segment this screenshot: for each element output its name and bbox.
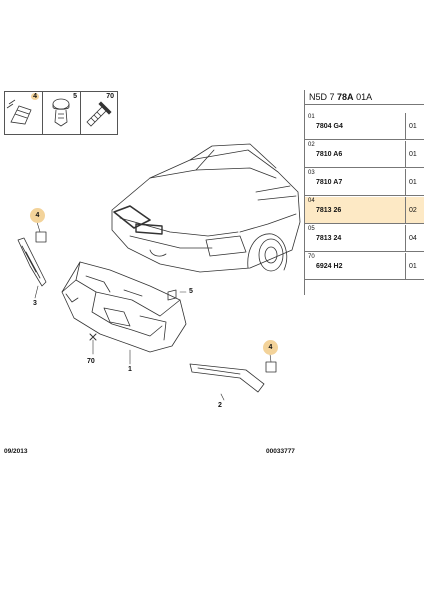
strip-cell-5[interactable]: 5 [43, 92, 81, 134]
footer-doc-number: 00033777 [266, 448, 295, 455]
clip-icon [6, 99, 32, 125]
row-index: 01 [308, 114, 315, 120]
header-suffix: 01A [356, 92, 373, 102]
callout-4-right[interactable]: 4 [263, 340, 278, 355]
strip-num-4: 4 [31, 93, 39, 100]
callout-5[interactable]: 5 [189, 288, 193, 295]
hardware-parts-strip: 4 5 70 [4, 91, 118, 135]
row-quantity: 01 [409, 151, 417, 158]
row-index: 05 [308, 226, 315, 232]
row-divider [405, 225, 406, 252]
strip-cell-4[interactable]: 4 [5, 92, 43, 134]
row-quantity: 01 [409, 179, 417, 186]
screw-icon [86, 101, 112, 127]
part-3-left-trim [17, 231, 47, 287]
table-header: N5D 7 78A 01A [305, 90, 424, 105]
row-part-ref: 7813 26 [316, 207, 342, 214]
row-index: 04 [308, 198, 315, 204]
callout-70[interactable]: 70 [87, 358, 95, 365]
header-bold: 78A [337, 92, 354, 102]
strip-num-5: 5 [73, 93, 77, 100]
strip-num-70: 70 [106, 93, 114, 100]
row-part-ref: 7813 24 [316, 235, 342, 242]
car-illustration [111, 143, 301, 273]
row-quantity: 04 [409, 235, 417, 242]
row-quantity: 01 [409, 263, 417, 270]
row-divider [405, 253, 406, 280]
row-part-ref: 7810 A6 [316, 151, 343, 158]
row-index: 70 [308, 254, 315, 260]
row-quantity: 02 [409, 207, 417, 214]
row-divider [405, 169, 406, 196]
callout-4-left[interactable]: 4 [30, 208, 45, 223]
row-part-ref: 7810 A7 [316, 179, 343, 186]
part-2-right-trim [189, 361, 277, 393]
callout-1[interactable]: 1 [128, 366, 132, 373]
row-divider [405, 197, 406, 224]
row-divider [405, 113, 406, 140]
row-index: 03 [308, 170, 315, 176]
callout-3[interactable]: 3 [33, 300, 37, 307]
footer-date: 09/2013 [4, 448, 28, 455]
part-1-undertray [61, 261, 187, 353]
callout-2[interactable]: 2 [218, 402, 222, 409]
row-quantity: 01 [409, 123, 417, 130]
row-divider [405, 141, 406, 168]
row-part-ref: 6924 H2 [316, 263, 343, 270]
push-rivet-icon [52, 98, 70, 127]
row-part-ref: 7804 G4 [316, 123, 343, 130]
row-index: 02 [308, 142, 315, 148]
header-prefix: N5D 7 [309, 92, 335, 102]
strip-cell-70[interactable]: 70 [81, 92, 117, 134]
